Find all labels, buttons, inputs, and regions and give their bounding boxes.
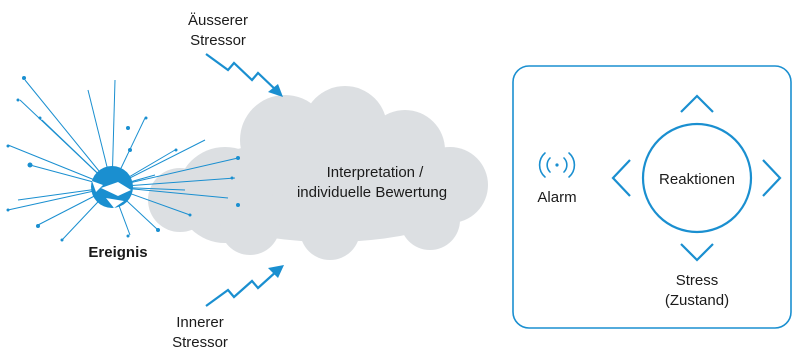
chevron-down-icon [680, 243, 714, 262]
reactions-label: Reaktionen [659, 171, 735, 188]
stress-label-line1: Stress [676, 272, 719, 289]
stress-label-line2: (Zustand) [665, 292, 729, 309]
event-label: Ereignis [88, 244, 147, 261]
outer-zigzag-arrow-icon [205, 53, 283, 97]
cloud-text-line2: individuelle Bewertung [297, 184, 447, 201]
burst-sphere-icon [6, 76, 240, 242]
inner-stressor-line2: Stressor [172, 334, 228, 351]
outer-stressor-line1: Äusserer [188, 12, 248, 29]
reaction-panel [512, 65, 792, 329]
cloud-text-line1: Interpretation / [327, 164, 425, 181]
signal-waves-icon [538, 152, 576, 178]
chevron-up-icon [680, 94, 714, 113]
outer-stressor-line2: Stressor [190, 32, 246, 49]
inner-stressor-line1: Innerer [176, 314, 224, 331]
reactions-circle [641, 122, 753, 234]
inner-zigzag-arrow-icon [205, 265, 284, 307]
chevron-left-icon [611, 159, 631, 197]
alarm-label: Alarm [537, 189, 576, 206]
chevron-right-icon [762, 159, 782, 197]
interpretation-cloud [148, 86, 488, 260]
